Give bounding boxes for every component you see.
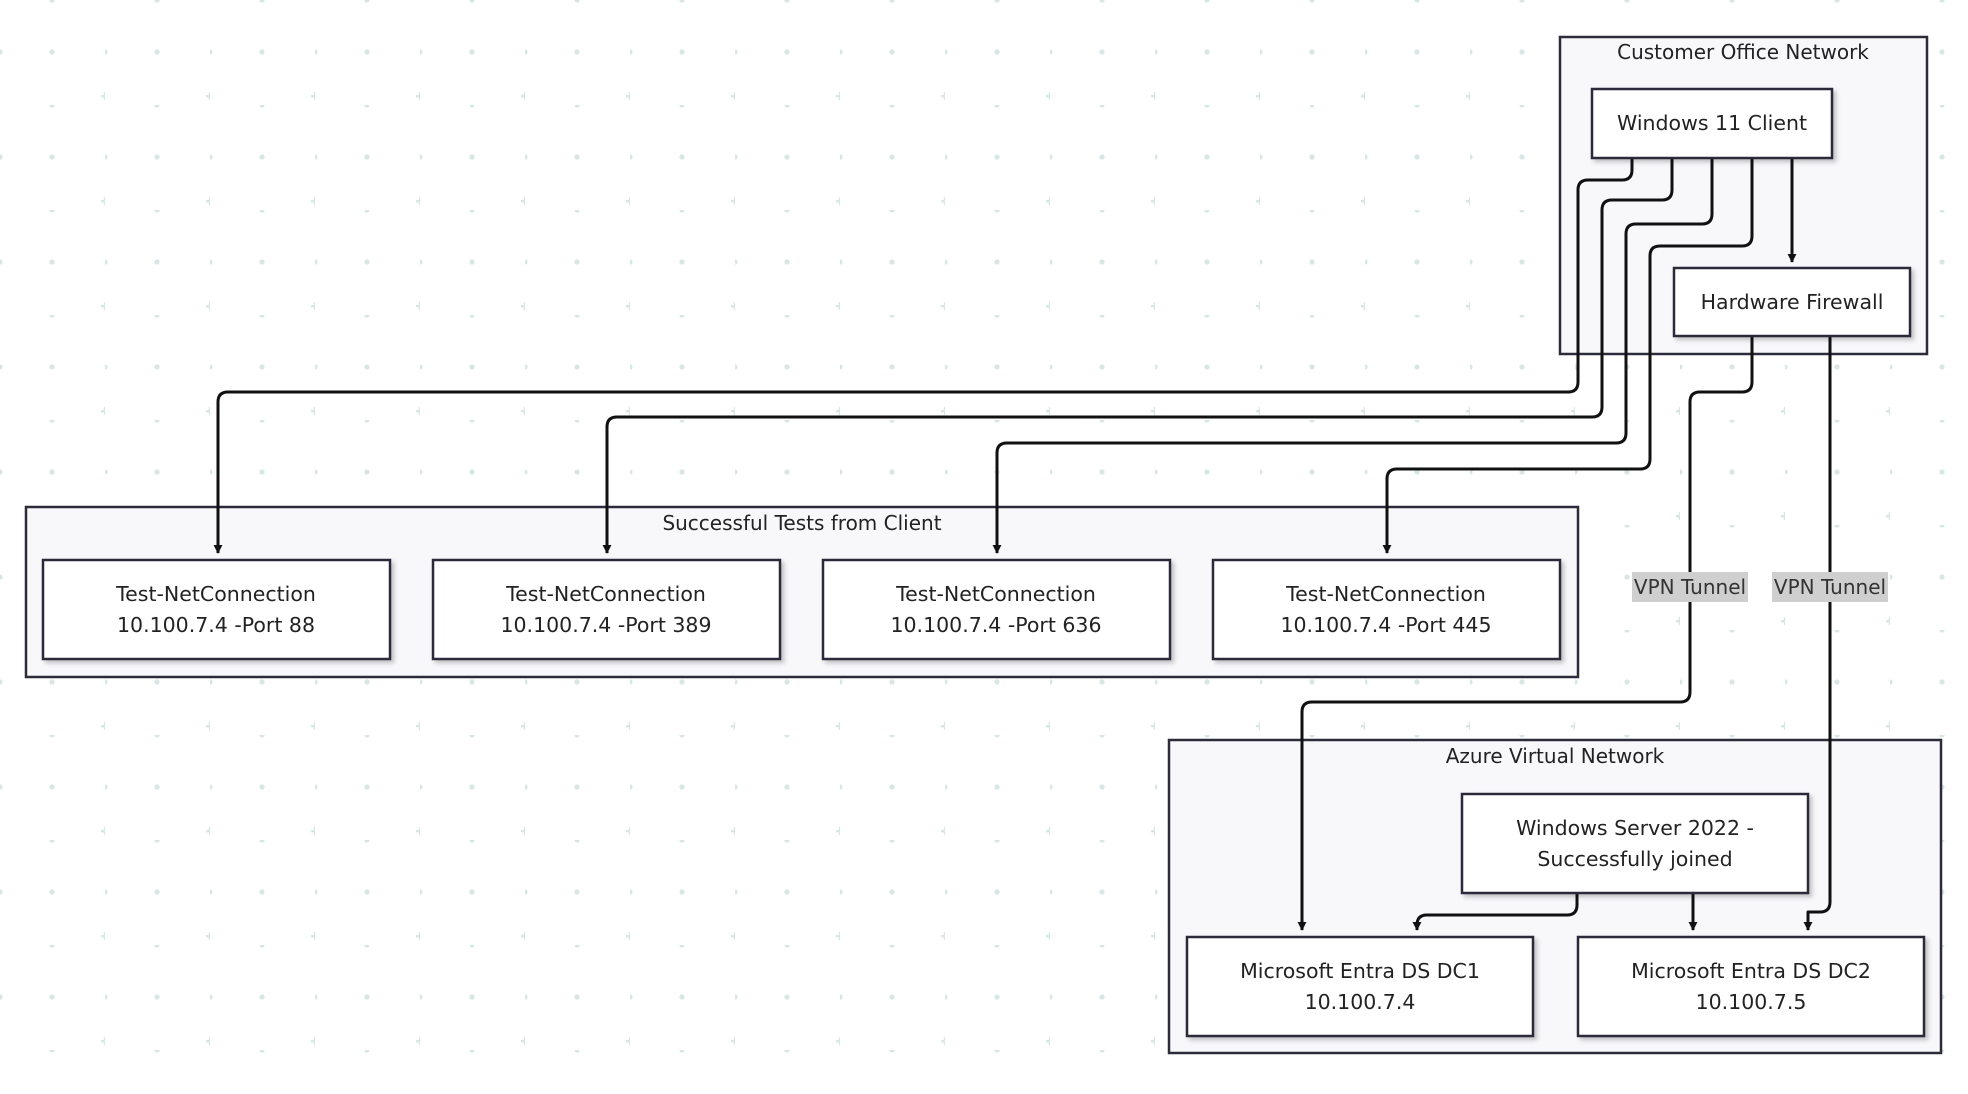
- svg-text:Microsoft Entra DS DC1: Microsoft Entra DS DC1: [1240, 959, 1480, 983]
- node-windows-11-client: Windows 11 Client: [1590, 87, 1834, 160]
- edge-firewall-to-dc1: [1297, 336, 1754, 931]
- node-test-port-389: Test-NetConnection 10.100.7.4 -Port 389: [431, 558, 782, 661]
- svg-text:Test-NetConnection: Test-NetConnection: [505, 582, 706, 606]
- edge-client-to-port-636: [992, 158, 1714, 554]
- edge-firewall-to-dc2: [1803, 336, 1832, 931]
- node-windows-server-2022: Windows Server 2022 - Successfully joine…: [1460, 792, 1810, 895]
- svg-text:10.100.7.4 -Port 445: 10.100.7.4 -Port 445: [1280, 613, 1491, 637]
- svg-text:VPN Tunnel: VPN Tunnel: [1774, 575, 1886, 599]
- node-test-port-445: Test-NetConnection 10.100.7.4 -Port 445: [1211, 558, 1562, 661]
- group-successful-tests-label: Successful Tests from Client: [662, 511, 941, 535]
- svg-text:VPN Tunnel: VPN Tunnel: [1634, 575, 1746, 599]
- node-microsoft-entra-ds-dc1: Microsoft Entra DS DC1 10.100.7.4: [1185, 935, 1535, 1038]
- group-azure-vnet-label: Azure Virtual Network: [1446, 744, 1665, 768]
- svg-text:10.100.7.4 -Port 389: 10.100.7.4 -Port 389: [500, 613, 711, 637]
- svg-text:10.100.7.5: 10.100.7.5: [1696, 990, 1807, 1014]
- edge-client-to-port-445: [1382, 158, 1754, 554]
- svg-text:Windows Server 2022 -: Windows Server 2022 -: [1516, 816, 1754, 840]
- svg-text:Microsoft Entra DS DC2: Microsoft Entra DS DC2: [1631, 959, 1871, 983]
- edge-server-to-dc1: [1412, 893, 1579, 931]
- edge-label-vpn-tunnel-dc1: VPN Tunnel: [1632, 572, 1748, 602]
- svg-text:Test-NetConnection: Test-NetConnection: [115, 582, 316, 606]
- edge-client-to-port-389: [602, 158, 1674, 554]
- node-hardware-firewall-label: Hardware Firewall: [1701, 290, 1884, 314]
- edge-label-vpn-tunnel-dc2: VPN Tunnel: [1772, 572, 1888, 602]
- node-test-port-636: Test-NetConnection 10.100.7.4 -Port 636: [821, 558, 1172, 661]
- group-customer-office-label: Customer Office Network: [1617, 40, 1869, 64]
- svg-text:10.100.7.4 -Port 88: 10.100.7.4 -Port 88: [117, 613, 315, 637]
- svg-text:10.100.7.4 -Port 636: 10.100.7.4 -Port 636: [890, 613, 1101, 637]
- svg-text:Test-NetConnection: Test-NetConnection: [1285, 582, 1486, 606]
- node-hardware-firewall: Hardware Firewall: [1672, 266, 1912, 338]
- edge-client-to-port-88: [213, 158, 1634, 554]
- node-microsoft-entra-ds-dc2: Microsoft Entra DS DC2 10.100.7.5: [1576, 935, 1926, 1038]
- node-test-port-88: Test-NetConnection 10.100.7.4 -Port 88: [41, 558, 392, 661]
- node-windows-client-label: Windows 11 Client: [1617, 111, 1807, 135]
- svg-text:10.100.7.4: 10.100.7.4: [1305, 990, 1416, 1014]
- svg-text:Successfully joined: Successfully joined: [1537, 847, 1732, 871]
- svg-text:Test-NetConnection: Test-NetConnection: [895, 582, 1096, 606]
- edges: [213, 158, 1832, 931]
